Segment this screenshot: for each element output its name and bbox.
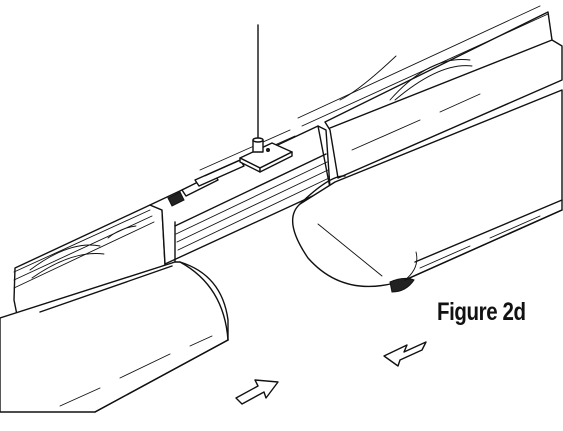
arrow-push-left-icon — [383, 341, 427, 367]
mounting-plate — [239, 137, 293, 173]
figure-caption: Figure 2d — [437, 298, 526, 326]
left-diffuser-lens — [0, 261, 229, 413]
upper-right-housing — [297, 5, 563, 179]
connector-channel — [149, 125, 331, 265]
right-diffuser-lens — [291, 89, 563, 293]
arrow-push-right-icon — [235, 379, 279, 405]
